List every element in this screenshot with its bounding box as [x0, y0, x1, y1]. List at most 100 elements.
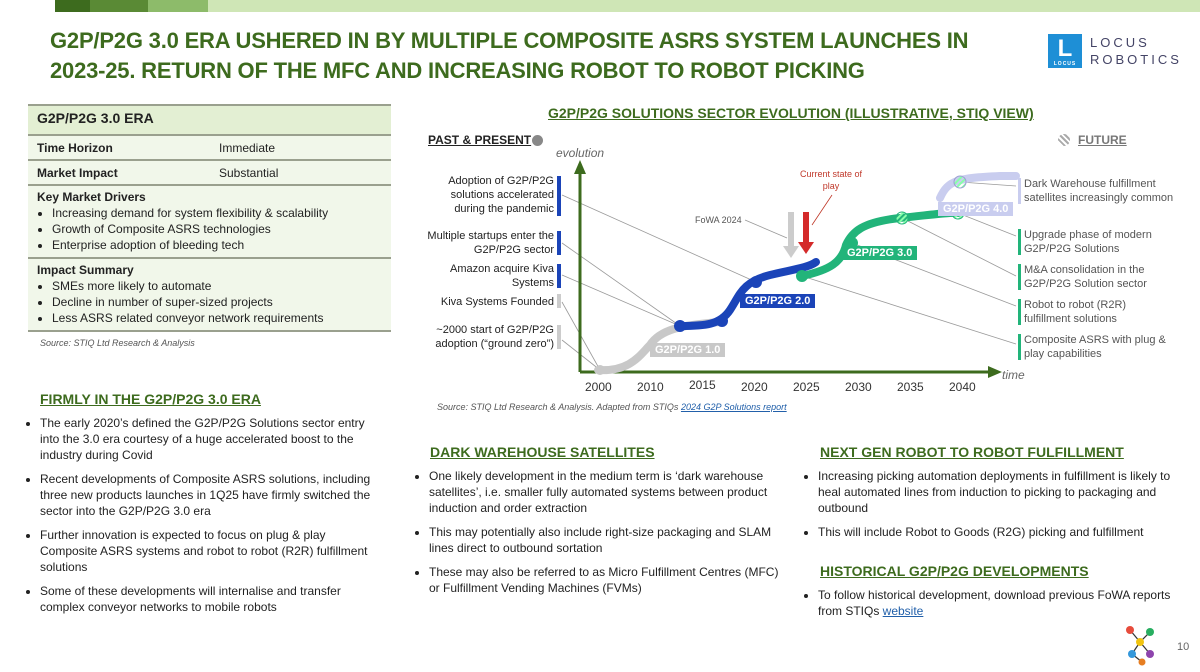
connector-line — [959, 181, 1017, 187]
dark-item: This may potentially also include right-… — [429, 524, 791, 556]
marker-dot — [716, 315, 728, 327]
nextgen-item: Increasing picking automation deployment… — [818, 468, 1180, 516]
website-link[interactable]: website — [882, 604, 924, 618]
impact-summary: Impact Summary SMEs more likely to autom… — [28, 259, 391, 332]
nextgen-heading: NEXT GEN ROBOT TO ROBOT FULFILLMENT — [820, 444, 1124, 460]
current-pointer — [811, 194, 833, 226]
driver-item: Enterprise adoption of bleeding tech — [52, 237, 382, 253]
year-tick: 2030 — [845, 380, 872, 394]
year-tick: 2000 — [585, 380, 612, 394]
stage-2-curve — [676, 258, 820, 330]
report-link[interactable]: 2024 G2P Solutions report — [680, 402, 787, 412]
left-label: Multiple startups enter the G2P/P2G sect… — [427, 230, 554, 256]
nextgen-list: Increasing picking automation deployment… — [800, 468, 1180, 548]
table-source-note: Source: STIQ Ltd Research & Analysis — [40, 338, 195, 348]
historical-item: To follow historical development, downlo… — [818, 587, 1180, 619]
past-present-dot-icon — [532, 135, 543, 146]
connector-line — [801, 275, 1017, 345]
stage-3-curve — [798, 208, 962, 280]
x-axis-arrow-icon — [988, 366, 1002, 378]
firmly-item: Recent developments of Composite ASRS so… — [40, 471, 382, 519]
dark-list: One likely development in the medium ter… — [411, 468, 791, 604]
current-arrow-shaft — [803, 212, 809, 244]
left-label-marker — [557, 176, 561, 216]
current-arrow-icon — [798, 242, 814, 254]
logo-text-line1: LOCUS — [1090, 35, 1150, 50]
left-label: Amazon acquire Kiva Systems — [450, 263, 554, 289]
fowa-arrow-shaft — [788, 212, 794, 248]
decorative-network-icon — [1126, 626, 1154, 666]
current-state-label: Current state of play — [799, 169, 863, 191]
fowa-label: FoWA 2024 — [695, 215, 742, 225]
page-number: 10 — [1177, 641, 1190, 653]
page-title: G2P/P2G 3.0 ERA USHERED IN BY MULTIPLE C… — [50, 28, 969, 83]
connector-line — [901, 217, 1017, 277]
right-label: Composite ASRS with plug & play capabili… — [1018, 333, 1174, 361]
driver-item: Growth of Composite ASRS technologies — [52, 221, 382, 237]
year-tick: 2040 — [949, 380, 976, 394]
marker-dot — [796, 270, 808, 282]
right-label: Robot to robot (R2R) fulfillment solutio… — [1018, 298, 1174, 326]
future-label: FUTURE — [1078, 133, 1127, 147]
left-label-marker — [557, 264, 561, 288]
left-label: Kiva Systems Founded — [440, 296, 554, 308]
connector-line — [561, 242, 681, 327]
era-row-time-horizon: Time Horizon Immediate — [28, 136, 391, 161]
chart-heading: G2P/P2G SOLUTIONS SECTOR EVOLUTION (ILLU… — [548, 105, 1034, 121]
impact-item: Less ASRS related conveyor network requi… — [52, 310, 382, 326]
future-marker-dot — [895, 211, 909, 225]
left-label-marker — [557, 325, 561, 349]
future-hatched-dot-icon — [1058, 134, 1070, 146]
left-label: Adoption of G2P/P2G solutions accelerate… — [448, 175, 554, 215]
firmly-item: Further innovation is expected to focus … — [40, 527, 382, 575]
left-label-marker — [557, 294, 561, 308]
year-tick: 2035 — [897, 380, 924, 394]
impact-item: SMEs more likely to automate — [52, 278, 382, 294]
nextgen-item: This will include Robot to Goods (R2G) p… — [818, 524, 1180, 540]
year-tick: 2010 — [637, 380, 664, 394]
marker-dot — [750, 276, 762, 288]
firmly-heading: FIRMLY IN THE G2P/P2G 3.0 ERA — [40, 391, 261, 407]
year-tick: 2020 — [741, 380, 768, 394]
impact-item: Decline in number of super-sized project… — [52, 294, 382, 310]
firmly-item: Some of these developments will internal… — [40, 583, 382, 615]
marker-dot — [595, 365, 605, 375]
marker-dot — [674, 320, 686, 332]
row-key: Market Impact — [37, 165, 118, 180]
left-label: ~2000 start of G2P/P2G adoption (“ground… — [435, 324, 554, 350]
era-table: G2P/P2G 3.0 ERA Time Horizon Immediate M… — [28, 104, 391, 332]
right-label: Upgrade phase of modern G2P/P2G Solution… — [1018, 228, 1174, 256]
chart-source-note: Source: STIQ Ltd Research & Analysis. Ad… — [437, 402, 787, 412]
stage-4-label: G2P/P2G 4.0 — [938, 202, 1014, 216]
past-present-label: PAST & PRESENT — [428, 133, 532, 147]
fowa-arrow-icon — [783, 246, 799, 258]
connector-line — [957, 212, 1017, 237]
top-color-bar — [0, 0, 1200, 12]
row-value: Substantial — [219, 165, 279, 180]
key-market-drivers: Key Market Drivers Increasing demand for… — [28, 186, 391, 259]
stage-4-curve — [936, 172, 1020, 202]
y-axis-arrow-icon — [574, 160, 586, 174]
era-table-header: G2P/P2G 3.0 ERA — [28, 106, 391, 136]
connector-line — [561, 194, 757, 283]
historical-list: To follow historical development, downlo… — [800, 587, 1180, 627]
stage-1-label: G2P/P2G 1.0 — [650, 343, 726, 357]
left-label-marker — [557, 231, 561, 255]
impact-heading: Impact Summary — [37, 263, 134, 277]
historical-heading: HISTORICAL G2P/P2G DEVELOPMENTS — [820, 563, 1089, 579]
stage-2-label: G2P/P2G 2.0 — [740, 294, 816, 308]
year-tick: 2025 — [793, 380, 820, 394]
dark-item: These may also be referred to as Micro F… — [429, 564, 791, 596]
firmly-item: The early 2020’s defined the G2P/P2G Sol… — [40, 415, 382, 463]
x-axis-label: time — [1002, 368, 1025, 382]
historical-text: To follow historical development, downlo… — [818, 588, 1171, 618]
source-text: Source: STIQ Ltd Research & Analysis. Ad… — [437, 402, 681, 412]
y-axis-label: evolution — [556, 146, 605, 160]
drivers-heading: Key Market Drivers — [37, 190, 146, 204]
right-label: M&A consolidation in the G2P/P2G Solutio… — [1018, 263, 1174, 291]
connector-line — [561, 274, 681, 327]
logo-text-line2: ROBOTICS — [1090, 52, 1182, 67]
dark-item: One likely development in the medium ter… — [429, 468, 791, 516]
